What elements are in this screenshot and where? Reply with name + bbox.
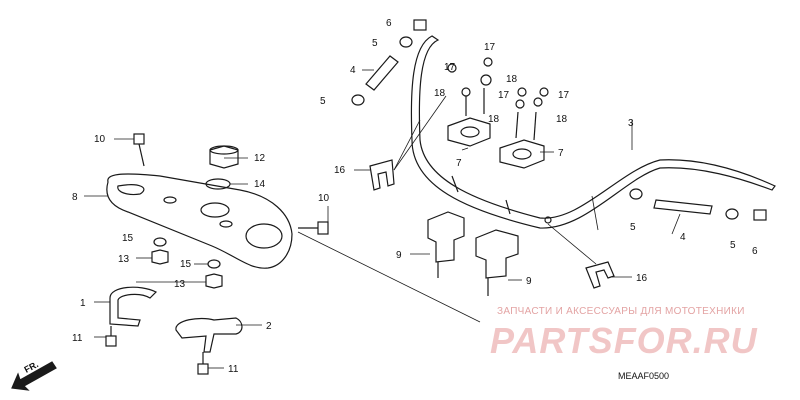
cable-clamp-left	[109, 286, 158, 327]
top-bridge	[106, 173, 293, 269]
balancer-weight-top	[365, 55, 399, 91]
diagram-code: MEAAF0500	[618, 371, 670, 381]
callout-17-a: 17	[484, 42, 496, 53]
washer-mid	[207, 259, 221, 269]
callout-16-left: 16	[334, 165, 346, 176]
callout-18-b: 18	[434, 88, 446, 99]
callout-16-right: 16	[636, 273, 648, 284]
stem-nut	[209, 145, 239, 169]
callout-18-d: 18	[556, 114, 568, 125]
callout-5-far-right: 5	[730, 240, 736, 251]
callout-13-mid: 13	[174, 279, 186, 290]
nut-left	[151, 249, 169, 265]
callout-8: 8	[72, 192, 78, 203]
callout-4-right: 4	[680, 232, 686, 243]
cable-guide-right	[585, 261, 615, 289]
callout-10-top-left: 10	[94, 134, 106, 145]
lower-holder-left	[427, 211, 465, 278]
callout-18-a: 18	[506, 74, 518, 85]
callout-11-bottom: 11	[228, 364, 239, 375]
callout-5-left: 5	[320, 96, 326, 107]
callout-10-right: 10	[318, 193, 330, 204]
upper-holder-left	[447, 117, 491, 147]
callout-6-top: 6	[386, 18, 392, 29]
nut-5-c	[629, 188, 643, 200]
cable-guide-left	[369, 159, 395, 191]
front-direction-arrow	[11, 361, 57, 391]
callout-18-c: 18	[488, 114, 500, 125]
callout-9-right: 9	[526, 276, 532, 287]
callout-14: 14	[254, 179, 266, 190]
callout-17-c: 17	[498, 90, 510, 101]
callout-3: 3	[628, 118, 634, 129]
screw-6-b	[753, 209, 767, 221]
callout-6-right: 6	[752, 246, 758, 257]
callout-17-b: 17	[444, 62, 456, 73]
screw-6-a	[413, 19, 427, 31]
callout-2: 2	[266, 321, 272, 332]
callout-13-left: 13	[118, 254, 130, 265]
callout-7-left: 7	[456, 158, 462, 169]
callout-11-left: 11	[72, 333, 83, 344]
callout-5-right: 5	[630, 222, 636, 233]
callouts: 10 8 12 14 10 15 13 15 13 1 11 2 11 16 1…	[72, 18, 758, 375]
callout-7-right: 7	[558, 148, 564, 159]
cable-clamp-bottom	[175, 317, 243, 353]
bolt-11-bottom	[197, 352, 209, 375]
callout-9-left: 9	[396, 250, 402, 261]
callout-17-d: 17	[558, 90, 570, 101]
nut-5-a	[351, 94, 365, 106]
leader-lines	[84, 69, 681, 369]
bolt-top-left	[133, 133, 145, 167]
washer-left	[153, 237, 167, 247]
handlebar	[410, 35, 776, 229]
washer	[205, 178, 231, 190]
nut-5-b	[399, 36, 413, 48]
watermark-caption: ЗАПЧАСТИ И АКСЕССУАРЫ ДЛЯ МОТОТЕХНИКИ	[497, 306, 745, 317]
balancer-weight-right	[653, 199, 713, 215]
callout-12: 12	[254, 153, 266, 164]
lower-holder-right	[475, 229, 519, 296]
nut-mid	[205, 273, 223, 289]
callout-15-mid: 15	[180, 259, 192, 270]
callout-5-top: 5	[372, 38, 378, 49]
nut-5-d	[725, 208, 739, 220]
callout-15-left: 15	[122, 233, 134, 244]
callout-4-top: 4	[350, 65, 356, 76]
watermark-logo: PARTSFOR.RU	[490, 320, 758, 361]
callout-1-left: 1	[80, 298, 86, 309]
upper-holder-right	[499, 139, 545, 169]
bolt-right	[298, 221, 329, 235]
bolt-11	[105, 326, 117, 347]
bolts-and-nuts	[447, 57, 549, 141]
